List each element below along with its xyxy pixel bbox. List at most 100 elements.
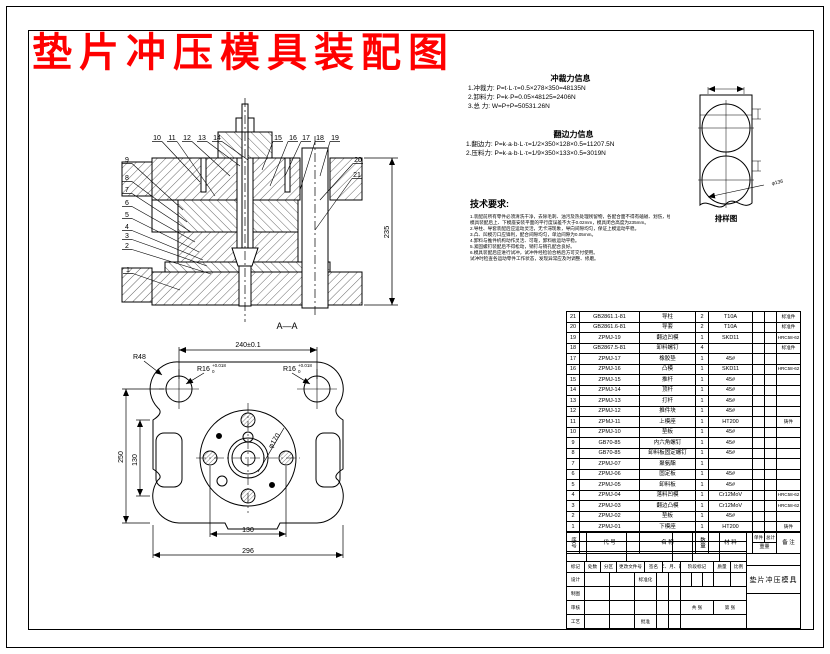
tech-requirements-title: 技术要求:	[470, 199, 509, 209]
bom-cell	[776, 458, 801, 470]
flanging-force-lines: 1.翻边力: P=k·a·b·L·τ=1/2×350×128×0.5=11207…	[466, 140, 681, 158]
balloon-number: 11	[168, 135, 175, 142]
bom-cell	[752, 363, 765, 375]
dim-dia170: φ170	[267, 432, 282, 450]
text-line: 5.紧固螺钉装配后不得松动，销钉与销孔配合良好。	[470, 244, 575, 249]
bom-cell: 垫板	[639, 510, 696, 522]
bom-cell: 9	[566, 437, 580, 449]
titleblock-cell	[657, 587, 669, 601]
dim-296: 296	[242, 548, 254, 555]
bom-cell: 11	[566, 416, 580, 428]
bom-cell: 45#	[708, 395, 753, 407]
bom-header-weight: 单件 总计 重量	[752, 531, 777, 554]
bom-cell: HRC58-62	[776, 363, 801, 375]
bom-cell	[752, 437, 765, 449]
balloon-number: 10	[153, 135, 161, 142]
bom-cell	[764, 332, 777, 344]
bom-cell	[764, 321, 777, 333]
bom-cell: 翻边凹模	[639, 332, 696, 344]
dim-130-left: 130	[132, 454, 139, 466]
balloon-number: 20	[354, 157, 362, 164]
bom-cell	[752, 468, 765, 480]
titleblock-cell-name: 垫片冲压模具	[747, 566, 801, 594]
section-label: A—A	[276, 321, 297, 331]
bom-cell	[764, 405, 777, 417]
dim-235: 235	[382, 226, 391, 239]
text-line: 4.卸料与推件机构动作灵活、可靠，卸料板运动平稳。	[470, 238, 580, 243]
bom-header-weight-label: 重量	[759, 544, 770, 550]
bom-cell: GB70-85	[579, 447, 640, 459]
bom-cell: 4	[695, 342, 709, 354]
balloon-number: 1	[126, 267, 130, 274]
bom-cell	[708, 342, 753, 354]
balloon-number: 9	[125, 157, 129, 164]
titleblock-cell	[673, 542, 693, 552]
bom-cell	[764, 437, 777, 449]
bom-cell: ZPMJ-13	[579, 395, 640, 407]
strip-dia-label: φ136	[771, 179, 784, 187]
bom-cell: 翻边凸模	[639, 500, 696, 512]
text-line: 1.装配前所有零件必须清洗干净，去除毛刺、油污及热处理残留物，各配合面不得有磕碰…	[470, 214, 670, 219]
bom-cell: ZPMJ-02	[579, 510, 640, 522]
bom-cell	[776, 384, 801, 396]
bom-cell	[752, 321, 765, 333]
dim-250: 250	[118, 451, 125, 463]
titleblock-cell-sign: 签名	[645, 562, 663, 573]
bom-cell: 13	[566, 395, 580, 407]
dim-r16-left: R16 +0.018 0	[197, 363, 226, 374]
bom-cell: 落料凹模	[639, 489, 696, 501]
bom-cell: ZPMJ-14	[579, 384, 640, 396]
bom-cell	[776, 353, 801, 365]
dim-r48: R48	[133, 354, 146, 361]
svg-text:R16: R16	[283, 366, 296, 373]
text-line: 2.压料力: P=k·a·b·L·τ=1/9×350×133×0.5=3019N	[466, 150, 606, 157]
bom-cell	[764, 458, 777, 470]
bom-cell: 顶杆	[639, 384, 696, 396]
bom-cell: 45#	[708, 468, 753, 480]
bom-cell	[776, 479, 801, 491]
titleblock-cell	[693, 552, 720, 562]
bom-cell: 1	[695, 374, 709, 386]
plan-view: 240±0.1 R48 R16 +0.018 0 R16 +0.018 0 φ1…	[118, 342, 344, 558]
bom-cell	[752, 426, 765, 438]
titleblock-cell-approve: 批准	[635, 615, 657, 629]
titleblock-cell-weight: 质量	[714, 562, 731, 573]
text-line: 3.凸、凹模刃口应锋利，配合间隙均匀，单边间隙为0.05mm。	[470, 232, 597, 237]
bom-cell: 推杆	[639, 374, 696, 386]
bom-cell: ZPMJ-04	[579, 489, 640, 501]
bom-cell: ZPMJ-07	[579, 458, 640, 470]
bom-cell: HT200	[708, 416, 753, 428]
balloon-number: 6	[125, 200, 129, 207]
balloon-number: 8	[125, 175, 129, 182]
titleblock-cell-mark: 标记	[567, 562, 585, 573]
balloon-number: 14	[213, 135, 221, 142]
text-line: 试冲时检查各运动零件工作状态，发现异常应及时调整、修磨。	[470, 256, 599, 261]
titleblock-cell-zone: 分区	[601, 562, 617, 573]
titleblock-cell	[587, 532, 627, 542]
bom-cell: 1	[695, 353, 709, 365]
dim-240: 240±0.1	[235, 342, 260, 349]
text-line: 2.卸料力: P=k·P=0.05×48125=2406N	[468, 94, 576, 101]
bom-cell: T10A	[708, 311, 753, 323]
titleblock-cell	[610, 615, 635, 629]
bom-cell: 1	[695, 458, 709, 470]
bom-cell: ZPMJ-19	[579, 332, 640, 344]
titleblock-cell	[731, 573, 747, 587]
titleblock-cell	[681, 615, 747, 629]
tech-requirements-block: 技术要求: 1.装配前所有零件必须清洗干净，去除毛刺、油污及热处理残留物，各配合…	[470, 197, 670, 262]
bom-cell: 45#	[708, 353, 753, 365]
bom-cell: 45#	[708, 447, 753, 459]
bom-cell	[752, 447, 765, 459]
titleblock-cell	[673, 532, 693, 542]
bom-cell: 1	[695, 447, 709, 459]
bom-cell: ZPMJ-12	[579, 405, 640, 417]
bom-cell: 45#	[708, 426, 753, 438]
titleblock-cell	[585, 601, 610, 615]
